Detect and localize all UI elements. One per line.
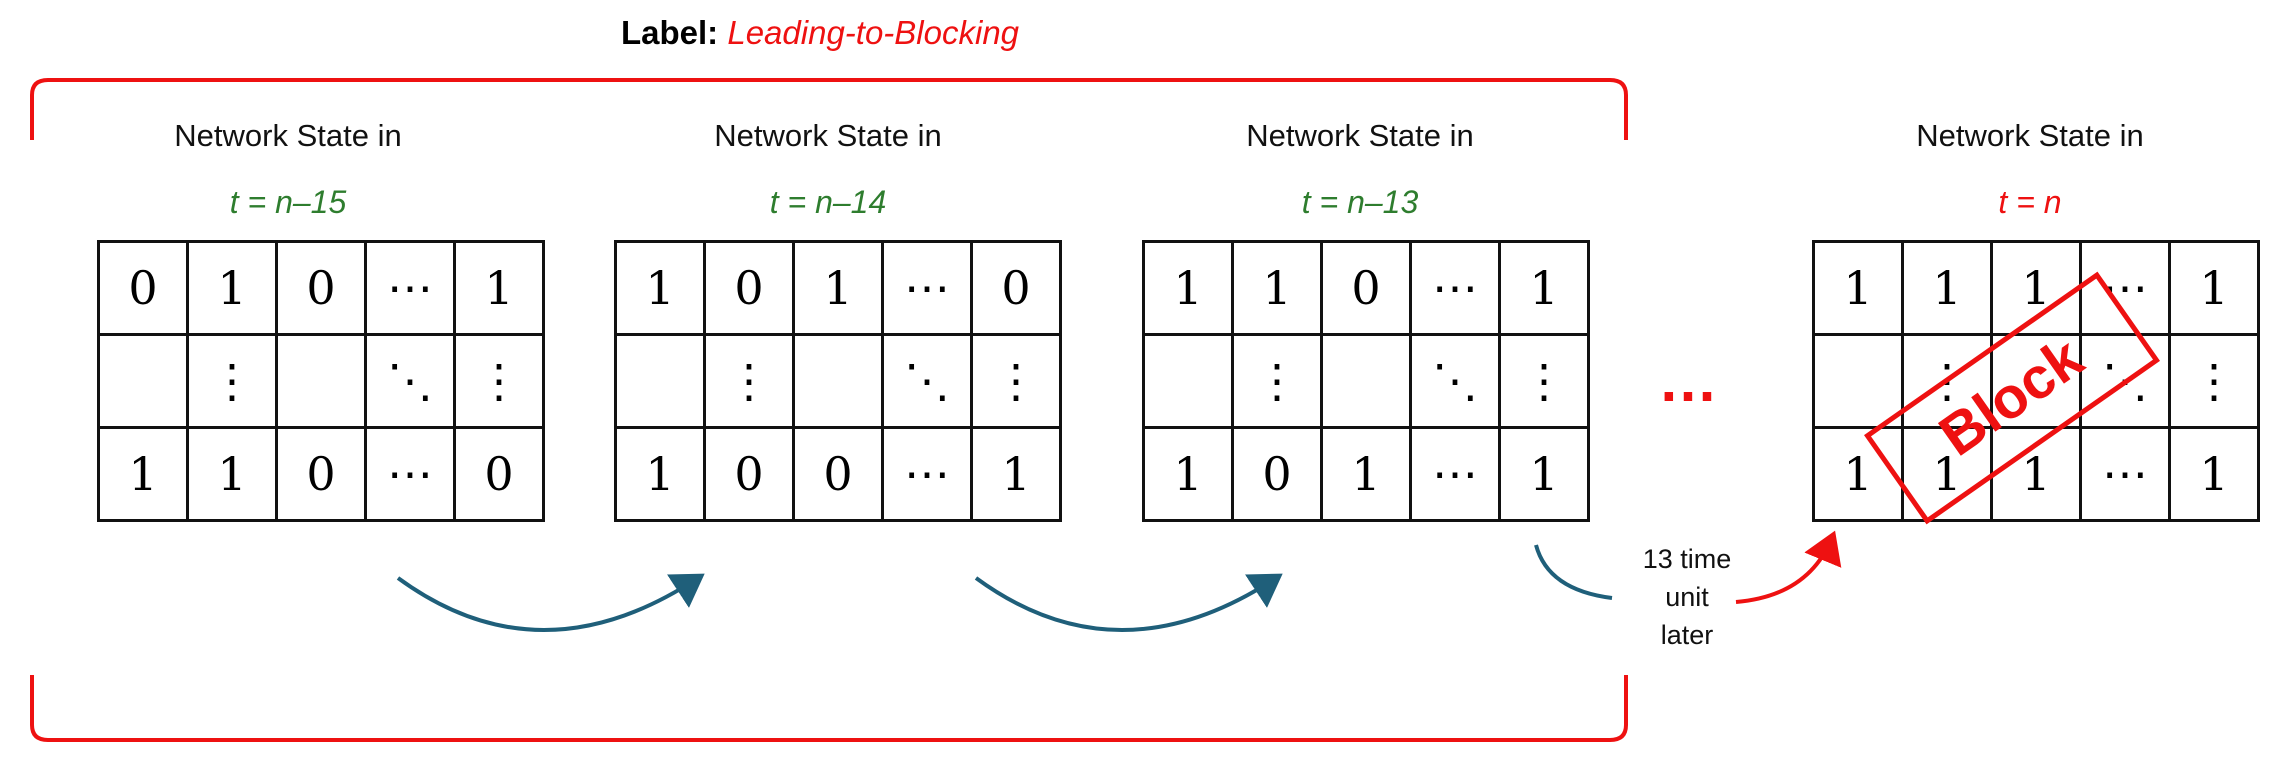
panel-2-time: t = n–14 bbox=[769, 184, 887, 220]
cell: 0 bbox=[275, 240, 367, 336]
panel-1-matrix: 0 1 0 ⋯ 1 ⋮ ⋱ ⋮ 1 1 0 ⋯ 0 bbox=[97, 240, 545, 522]
cell: 0 bbox=[970, 240, 1062, 336]
cell: 0 bbox=[703, 426, 795, 522]
cell: ⋱ bbox=[2079, 333, 2171, 429]
panel-4-heading: Network State in bbox=[1916, 118, 2144, 153]
time-gap-arrow-out bbox=[1735, 530, 1842, 604]
cell: ⋱ bbox=[881, 333, 973, 429]
cell bbox=[792, 333, 884, 429]
cell: 0 bbox=[453, 426, 545, 522]
label-value: Leading-to-Blocking bbox=[727, 14, 1020, 51]
cell: 1 bbox=[1142, 426, 1234, 522]
cell: ⋯ bbox=[881, 240, 973, 336]
cell bbox=[1320, 333, 1412, 429]
cell bbox=[1142, 333, 1234, 429]
cell: ⋮ bbox=[1231, 333, 1323, 429]
ellipsis-dots: … bbox=[1658, 347, 1724, 414]
cell bbox=[97, 333, 189, 429]
cell: 0 bbox=[792, 426, 884, 522]
cell: ⋮ bbox=[186, 333, 278, 429]
cell: 0 bbox=[1231, 426, 1323, 522]
cell: 1 bbox=[1231, 240, 1323, 336]
panel-2-matrix: 1 0 1 ⋯ 0 ⋮ ⋱ ⋮ 1 0 0 ⋯ 1 bbox=[614, 240, 1062, 522]
cell: 0 bbox=[1320, 240, 1412, 336]
cell: 1 bbox=[1498, 240, 1590, 336]
cell: 1 bbox=[1812, 426, 1904, 522]
cell: ⋯ bbox=[1409, 426, 1501, 522]
time-gap-line-1: 13 time bbox=[1642, 544, 1732, 574]
block-stamp: Block bbox=[1864, 271, 2160, 525]
panel-1-time: t = n–15 bbox=[229, 184, 347, 220]
cell: 1 bbox=[186, 240, 278, 336]
cell: 0 bbox=[703, 240, 795, 336]
cell: 1 bbox=[970, 426, 1062, 522]
cell: 1 bbox=[792, 240, 884, 336]
cell: ⋯ bbox=[364, 426, 456, 522]
cell: 1 bbox=[453, 240, 545, 336]
panel-2-heading: Network State in bbox=[714, 118, 942, 153]
diagram-label: Label: Leading-to-Blocking bbox=[620, 14, 1020, 51]
cell: ⋮ bbox=[703, 333, 795, 429]
time-gap-arrow-in bbox=[1534, 544, 1613, 600]
cell: 1 bbox=[2168, 426, 2260, 522]
label-prefix: Label bbox=[620, 14, 708, 51]
cell: ⋯ bbox=[364, 240, 456, 336]
time-gap-label: 13 time unit later bbox=[1612, 540, 1762, 654]
panel-3-matrix: 1 1 0 ⋯ 1 ⋮ ⋱ ⋮ 1 0 1 ⋯ 1 bbox=[1142, 240, 1590, 522]
cell bbox=[275, 333, 367, 429]
cell: 1 bbox=[1990, 240, 2082, 336]
cell bbox=[614, 333, 706, 429]
time-gap-line-3: later bbox=[1660, 620, 1714, 650]
cell: 1 bbox=[1901, 240, 1993, 336]
time-gap-line-2: unit bbox=[1665, 582, 1709, 612]
panel-3-heading: Network State in bbox=[1246, 118, 1474, 153]
panel-3-time: t = n–13 bbox=[1301, 184, 1419, 220]
cell bbox=[1812, 333, 1904, 429]
cell: ⋮ bbox=[970, 333, 1062, 429]
cell: 1 bbox=[614, 240, 706, 336]
cell bbox=[1990, 333, 2082, 429]
cell: 0 bbox=[97, 240, 189, 336]
cell: ⋮ bbox=[453, 333, 545, 429]
transition-arrow-2 bbox=[974, 573, 1283, 632]
cell: ⋮ bbox=[1498, 333, 1590, 429]
cell: ⋱ bbox=[364, 333, 456, 429]
cell: 1 bbox=[1320, 426, 1412, 522]
cell: 1 bbox=[614, 426, 706, 522]
cell: 1 bbox=[97, 426, 189, 522]
cell: 1 bbox=[186, 426, 278, 522]
cell: 0 bbox=[275, 426, 367, 522]
cell: ⋯ bbox=[881, 426, 973, 522]
panel-1-heading: Network State in bbox=[174, 118, 402, 153]
panel-4-time: t = n bbox=[1998, 184, 2062, 220]
top-bracket bbox=[30, 78, 1628, 140]
cell: ⋯ bbox=[2079, 426, 2171, 522]
cell: ⋱ bbox=[1409, 333, 1501, 429]
bottom-bracket bbox=[30, 675, 1628, 742]
cell: ⋯ bbox=[1409, 240, 1501, 336]
cell: ⋮ bbox=[2168, 333, 2260, 429]
cell: 1 bbox=[1142, 240, 1234, 336]
cell: 1 bbox=[1812, 240, 1904, 336]
cell: 1 bbox=[1498, 426, 1590, 522]
cell: 1 bbox=[2168, 240, 2260, 336]
transition-arrow-1 bbox=[396, 573, 705, 632]
svg-text:Block: Block bbox=[1928, 324, 2095, 468]
